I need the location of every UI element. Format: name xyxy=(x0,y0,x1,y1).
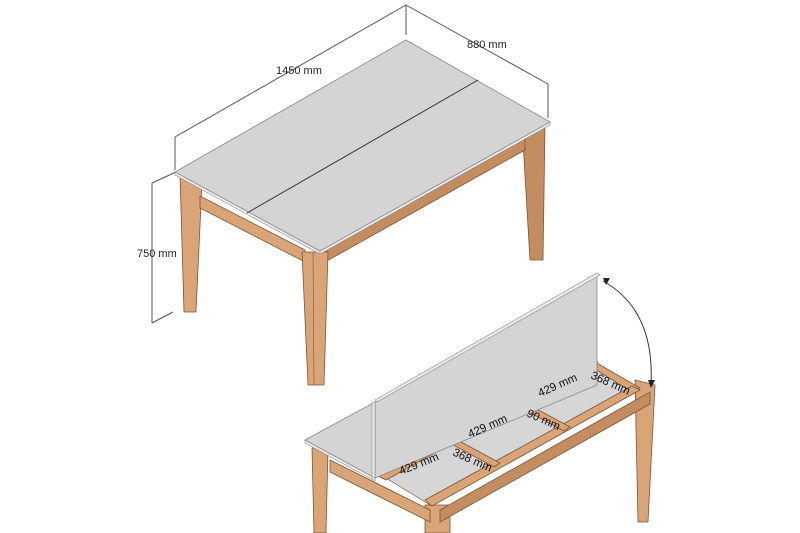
assembled-table: 1450 mm 880 mm 750 mm xyxy=(137,4,551,386)
length-label: 1450 mm xyxy=(276,65,322,77)
storage-view: 429 mm 368 mm 429 mm 90 mm 429 mm 368 mm xyxy=(304,272,656,533)
dimension-lines xyxy=(151,4,549,324)
width-label: 880 mm xyxy=(467,39,507,51)
height-label: 750 mm xyxy=(137,248,177,260)
